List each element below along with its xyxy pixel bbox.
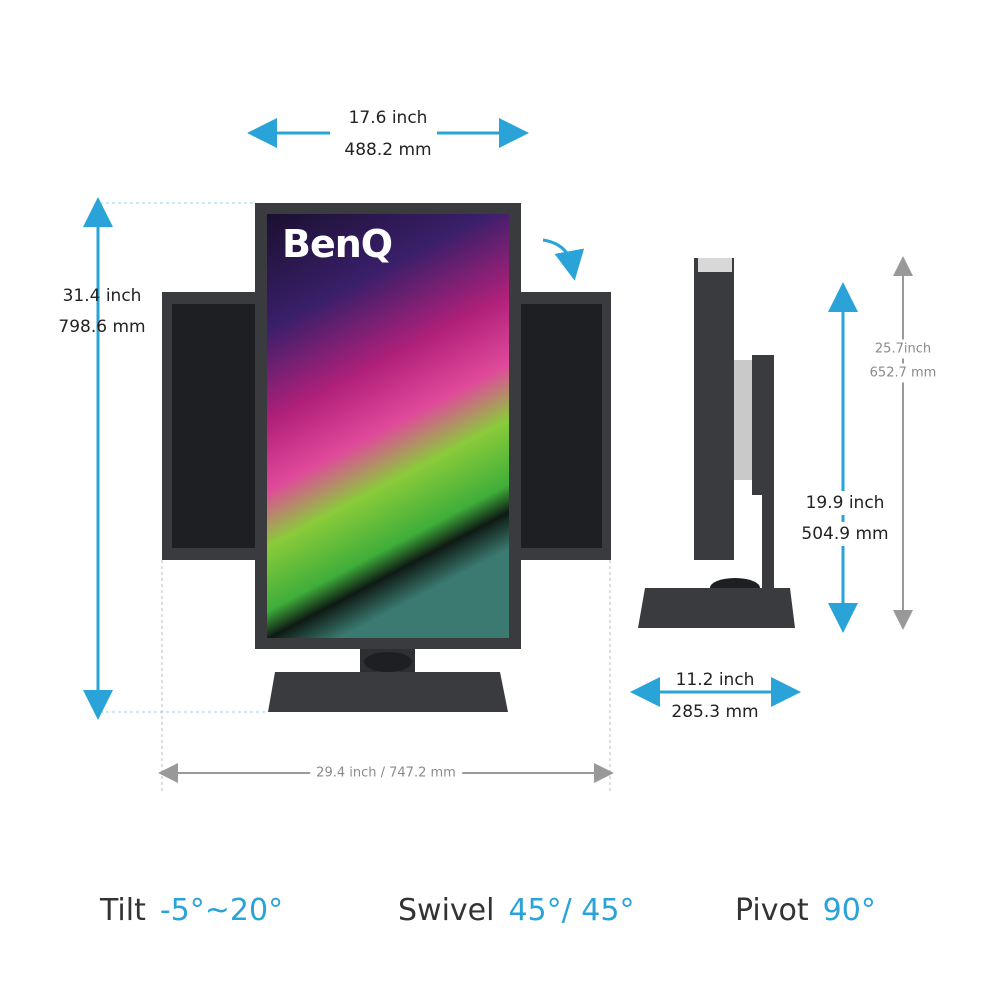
guide-lines-gray [161, 560, 611, 792]
spec-label: Swivel [398, 893, 495, 928]
side-min-height-mm: 504.9 mm [801, 522, 889, 546]
max-height-mm: 798.6 mm [58, 317, 146, 337]
rotate-arrow-icon [542, 238, 585, 281]
side-total-height-mm: 652.7 mm [869, 363, 937, 383]
side-total-height-inch: 25.7inch [874, 339, 932, 359]
monitor-hinge [364, 652, 412, 672]
guide-lines [100, 202, 268, 713]
spec-tilt: Tilt -5°~20° [100, 893, 283, 928]
front-width-mm: 488.2 mm [344, 140, 432, 160]
max-height-inch: 31.4 inch [62, 286, 142, 306]
front-width-inch: 17.6 inch [348, 108, 428, 128]
landscape-screen-left [172, 304, 258, 548]
monitor-screen [267, 214, 509, 638]
landscape-screen-right [520, 304, 602, 548]
spec-pivot: Pivot 90° [735, 893, 876, 928]
spec-value: -5°~20° [159, 893, 284, 928]
spec-swivel: Swivel 45°/ 45° [398, 893, 634, 928]
spec-value: 45°/ 45° [508, 893, 635, 928]
side-min-height-inch: 19.9 inch [805, 491, 885, 515]
pivot-width-label: 29.4 inch / 747.2 mm [310, 765, 462, 781]
spec-label: Tilt [100, 893, 146, 928]
spec-label: Pivot [735, 893, 809, 928]
brand-logo: BenQ [282, 222, 393, 266]
base-depth-mm: 285.3 mm [671, 702, 759, 722]
spec-value: 90° [822, 893, 876, 928]
monitor-base [268, 672, 508, 712]
side-view-monitor [638, 258, 795, 628]
base-depth-inch: 11.2 inch [675, 670, 755, 690]
